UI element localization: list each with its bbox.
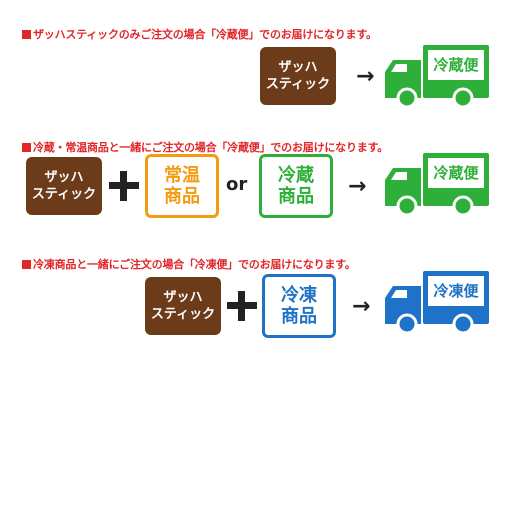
zappa-stick-badge: ザッハ スティック bbox=[145, 277, 221, 335]
truck-label: 冷蔵便 bbox=[433, 164, 479, 182]
section-1-title: ザッハスティックのみご注文の場合「冷蔵便」でのお届けになります。 bbox=[22, 26, 377, 42]
arrow-right-icon: → bbox=[348, 174, 367, 199]
bullet-square-icon bbox=[22, 143, 31, 152]
truck-label: 冷凍便 bbox=[433, 282, 479, 300]
badge-line: 冷蔵 bbox=[278, 165, 314, 186]
plus-icon bbox=[109, 171, 139, 201]
section-2-title: 冷蔵・常温商品と一緒にご注文の場合「冷蔵便」でのお届けになります。 bbox=[22, 139, 388, 155]
chilled-product-badge: 冷蔵 商品 bbox=[259, 154, 333, 218]
refrigerated-truck-icon: 冷蔵便 bbox=[385, 153, 489, 216]
refrigerated-truck-icon: 冷蔵便 bbox=[385, 45, 489, 108]
badge-line: スティック bbox=[265, 77, 331, 92]
section-3-title: 冷凍商品と一緒にご注文の場合「冷凍便」でのお届けになります。 bbox=[22, 256, 356, 272]
badge-line: 常温 bbox=[164, 165, 200, 186]
truck-label: 冷蔵便 bbox=[433, 56, 479, 74]
plus-icon bbox=[227, 291, 257, 321]
bullet-square-icon bbox=[22, 260, 31, 269]
badge-line: ザッハ bbox=[278, 60, 318, 75]
arrow-right-icon: → bbox=[356, 64, 375, 89]
badge-line: スティック bbox=[31, 187, 97, 202]
badge-line: 商品 bbox=[164, 186, 200, 207]
badge-line: ザッハ bbox=[163, 290, 203, 305]
frozen-truck-icon: 冷凍便 bbox=[385, 271, 489, 334]
arrow-right-icon: → bbox=[352, 294, 371, 319]
badge-line: ザッハ bbox=[44, 170, 84, 185]
ambient-product-badge: 常温 商品 bbox=[145, 154, 219, 218]
frozen-product-badge: 冷凍 商品 bbox=[262, 274, 336, 338]
badge-line: スティック bbox=[150, 307, 216, 322]
badge-line: 商品 bbox=[278, 186, 314, 207]
zappa-stick-badge: ザッハ スティック bbox=[26, 157, 102, 215]
badge-line: 商品 bbox=[281, 306, 317, 327]
bullet-square-icon bbox=[22, 30, 31, 39]
badge-line: 冷凍 bbox=[281, 285, 317, 306]
zappa-stick-badge: ザッハ スティック bbox=[260, 47, 336, 105]
or-text: or bbox=[226, 174, 248, 195]
